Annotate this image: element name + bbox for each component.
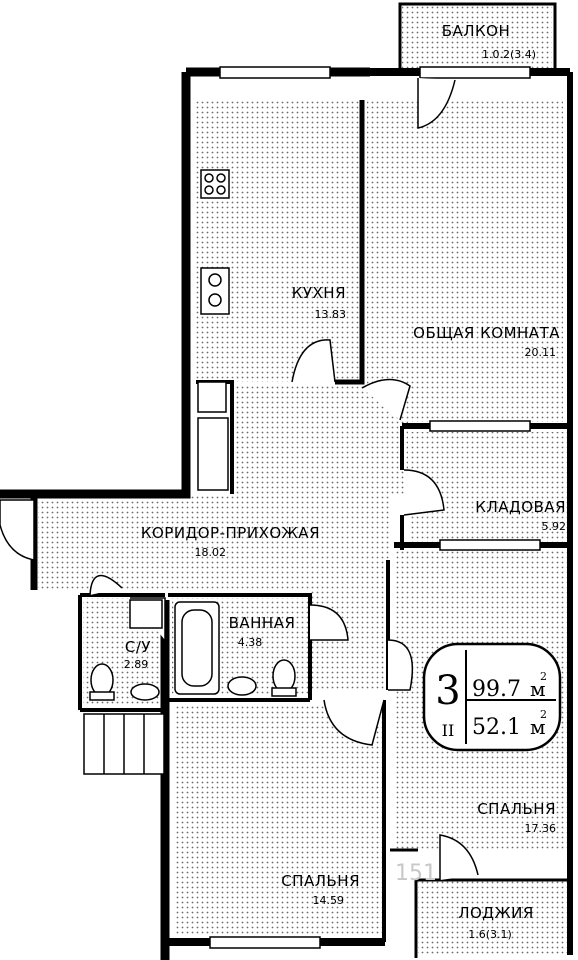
storage-area: 5.92 — [542, 520, 567, 533]
bath-toilet-icon — [272, 659, 296, 693]
stove-burner-icon — [204, 185, 214, 195]
living-door — [361, 378, 411, 421]
bath-door — [309, 604, 349, 641]
bath-area: 4.38 — [238, 636, 263, 649]
bedroom-left-name: СПАЛЬНЯ — [281, 872, 360, 890]
sink-bowl-icon — [208, 273, 222, 287]
corridor-area: 18.02 — [195, 546, 227, 559]
corridor-door — [89, 575, 123, 596]
bath-toilet-tank-icon — [271, 687, 297, 697]
balcony-door — [417, 78, 456, 129]
windows — [209, 66, 541, 949]
living-name: ОБЩАЯ КОМНАТА — [413, 324, 560, 342]
fixtures — [83, 169, 297, 775]
bathtub-inner-icon — [181, 609, 213, 687]
loggia-door — [439, 834, 479, 880]
entrance-door — [0, 499, 35, 561]
stove-burner-icon — [216, 185, 226, 195]
loggia-area: 1.6(3.1) — [468, 928, 512, 941]
living-area: 20.11 — [525, 346, 557, 359]
rooms-count: 3 — [435, 668, 460, 714]
stove-burner-icon — [216, 173, 226, 183]
wc-toilet-tank-icon — [89, 691, 115, 701]
utility-cabinet-icon — [197, 417, 229, 491]
storage-name: КЛАДОВАЯ — [475, 498, 566, 516]
kitchen-name: КУХНЯ — [292, 284, 346, 302]
bath-name: ВАННАЯ — [229, 614, 296, 632]
bedroom-left-area: 14.59 — [313, 894, 345, 907]
corridor-floor-upper — [232, 385, 408, 495]
stove-icon — [200, 169, 230, 199]
kitchen-window — [219, 66, 331, 79]
section-number: II — [442, 721, 455, 740]
boiler-icon — [197, 381, 227, 413]
loggia-floor — [418, 880, 570, 954]
wc-name: С/У — [125, 638, 151, 656]
living-area-power: 2 — [540, 708, 547, 721]
sink-bowl-icon — [208, 293, 222, 307]
bedroom-right-area: 17.36 — [525, 822, 557, 835]
room-labels: БАЛКОН 1.0.2(3.4) КУХНЯ 13.83 ОБЩАЯ КОМН… — [124, 22, 566, 941]
total-area: 99.7 — [472, 677, 521, 702]
bedroom-left-window — [209, 936, 321, 949]
watermark: 151 — [395, 861, 437, 886]
bedroom-left-door — [323, 699, 385, 746]
apartment-summary: 3 II 99.7 м 2 52.1 м 2 — [422, 642, 562, 752]
kitchen-door — [291, 339, 336, 383]
living-area: 52.1 — [472, 715, 521, 740]
bedroom-left-floor — [174, 706, 384, 934]
total-area-unit: м — [530, 677, 546, 701]
bedroom-right-door — [387, 639, 414, 691]
loggia-name: ЛОДЖИЯ — [458, 904, 534, 922]
kitchen-floor — [196, 100, 362, 382]
storage-window — [429, 420, 531, 432]
corridor-name: КОРИДОР-ПРИХОЖАЯ — [141, 524, 320, 542]
balcony-area: 1.0.2(3.4) — [482, 48, 536, 61]
wc-shelf-icon — [129, 599, 163, 629]
living-area-unit: м — [530, 715, 546, 739]
summary-box — [422, 642, 562, 752]
balcony-name: БАЛКОН — [442, 22, 511, 40]
bedroom-right-window — [439, 539, 541, 551]
wc-toilet-icon — [90, 663, 114, 697]
balcony-floor — [402, 4, 552, 70]
wc-sink-icon — [130, 683, 160, 701]
bath-sink-icon — [227, 676, 257, 696]
kitchen-area: 13.83 — [315, 308, 347, 321]
wc-cabinet-lines — [103, 714, 145, 774]
stove-burner-icon — [204, 173, 214, 183]
living-window — [419, 66, 531, 79]
room-floors — [38, 4, 570, 954]
storage-door — [403, 469, 445, 516]
wc-area: 2.89 — [124, 658, 149, 671]
total-area-power: 2 — [540, 670, 547, 683]
corridor-floor-main — [38, 495, 390, 590]
bedroom-right-name: СПАЛЬНЯ — [477, 800, 556, 818]
living-floor — [367, 100, 563, 422]
